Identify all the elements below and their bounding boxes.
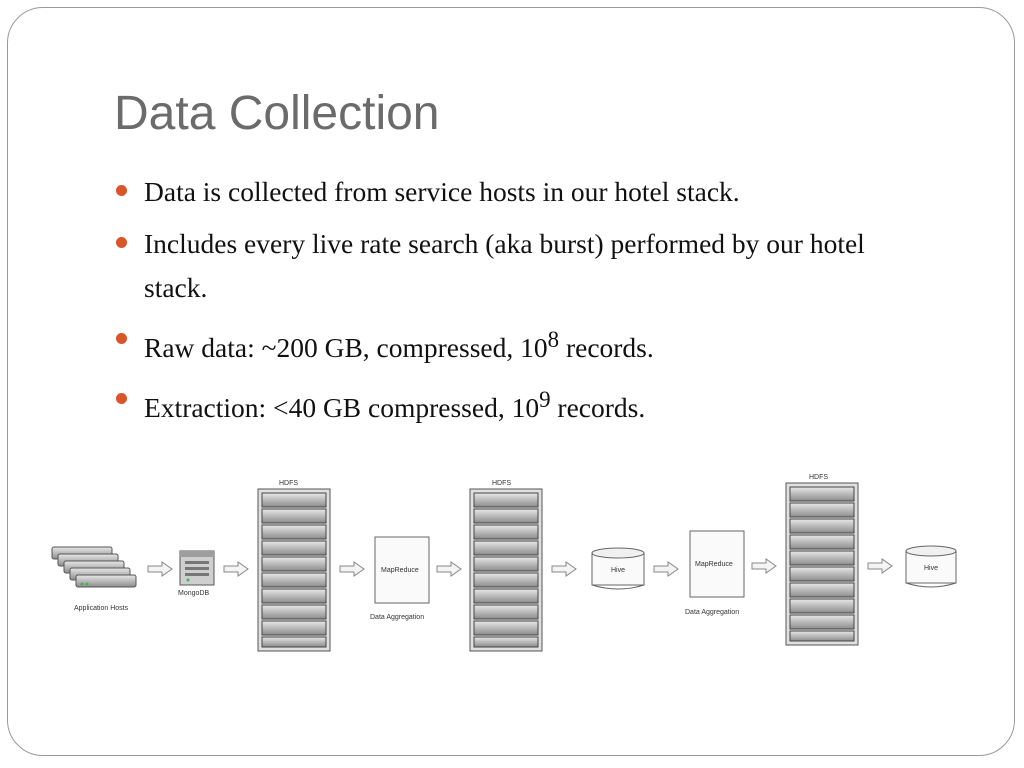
bullet-item: Extraction: <40 GB compressed, 109 recor… — [116, 378, 916, 430]
bullet-text: Raw data: ~200 GB, compressed, 10 — [144, 332, 548, 364]
hive-label: Hive — [924, 565, 938, 572]
data-aggregation-label: Data Aggregation — [685, 609, 739, 616]
arrow-icon — [339, 561, 365, 577]
application-hosts-label: Application Hosts — [74, 605, 129, 612]
bullet-text-tail: records. — [559, 332, 654, 364]
data-aggregation-label: Data Aggregation — [370, 614, 424, 621]
hive-database-icon — [905, 545, 957, 588]
bullet-dot-icon — [116, 333, 127, 344]
arrow-icon — [436, 561, 462, 577]
bullet-item: Includes every live rate search (aka bur… — [116, 222, 916, 310]
slide-title: Data Collection — [114, 87, 440, 140]
arrow-icon — [147, 561, 173, 577]
mongodb-server-icon — [179, 550, 215, 586]
bullet-list: Data is collected from service hosts in … — [116, 170, 916, 438]
bullet-superscript: 8 — [547, 327, 560, 352]
bullet-dot-icon — [116, 393, 127, 405]
hdfs-rack-icon — [785, 482, 859, 646]
bullet-item: Raw data: ~200 GB, compressed, 108 recor… — [116, 318, 916, 370]
hdfs-label: HDFS — [492, 480, 511, 487]
hive-label: Hive — [611, 567, 625, 574]
mongodb-label: MongoDB — [178, 590, 209, 597]
hdfs-label: HDFS — [809, 474, 828, 481]
mapreduce-label: MapReduce — [695, 561, 733, 568]
bullet-text: Includes every live rate search (aka bur… — [144, 228, 865, 303]
application-hosts-icon — [51, 546, 137, 588]
hdfs-label: HDFS — [279, 480, 298, 487]
bullet-superscript: 9 — [539, 387, 551, 413]
arrow-icon — [223, 561, 249, 577]
arrow-icon — [653, 561, 679, 577]
pipeline-diagram: Application Hosts MongoDB HDFS M — [51, 474, 957, 652]
bullet-dot-icon — [116, 237, 127, 248]
bullet-text: Extraction: <40 GB compressed, 10 — [144, 392, 540, 424]
bullet-text-tail: records. — [550, 392, 646, 424]
bullet-dot-icon — [116, 185, 127, 196]
hdfs-rack-icon — [257, 488, 331, 652]
hdfs-rack-icon — [469, 488, 543, 652]
mapreduce-box-icon — [374, 536, 430, 604]
mapreduce-label: MapReduce — [381, 567, 419, 574]
bullet-text: Data is collected from service hosts in … — [144, 176, 740, 207]
arrow-icon — [867, 558, 893, 574]
mapreduce-box-icon — [689, 530, 745, 598]
bullet-item: Data is collected from service hosts in … — [116, 170, 916, 214]
hive-database-icon — [591, 547, 645, 590]
arrow-icon — [551, 561, 577, 577]
arrow-icon — [751, 558, 777, 574]
